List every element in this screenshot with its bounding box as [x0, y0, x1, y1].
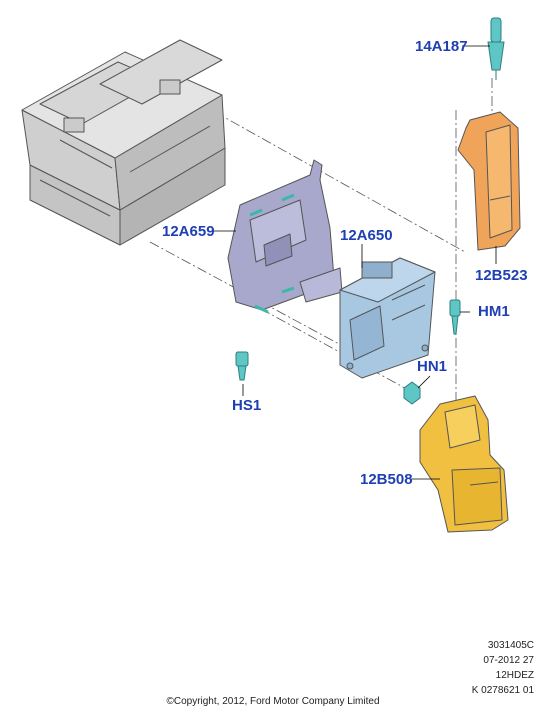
fastener-HS1	[235, 351, 249, 381]
callout-12B523: 12B523	[475, 267, 528, 284]
diagram-reference-code: 3031405C	[487, 640, 534, 651]
callout-HM1: HM1	[478, 303, 510, 320]
callout-12A659: 12A659	[162, 223, 215, 240]
mounting-bracket	[227, 159, 343, 314]
upper-cover	[457, 111, 521, 251]
lower-cover	[419, 395, 509, 533]
diagram-date: 07-2012 27	[483, 655, 534, 666]
callout-12A650: 12A650	[340, 227, 393, 244]
copyright-notice: ©Copyright, 2012, Ford Motor Company Lim…	[166, 696, 380, 707]
diagram-document-number: K 0278621 01	[471, 685, 534, 696]
leader-lines	[212, 45, 497, 480]
fastener-14A187	[487, 17, 505, 80]
callout-HN1: HN1	[417, 358, 448, 375]
control-module	[339, 257, 436, 379]
callout-12B508: 12B508	[360, 471, 413, 488]
fastener-HN1	[403, 381, 421, 405]
fastener-HM1	[449, 299, 461, 335]
callout-HS1: HS1	[232, 397, 262, 414]
battery	[21, 39, 226, 246]
diagram-vehicle-code: 12HDEZ	[495, 670, 534, 681]
callout-14A187: 14A187	[415, 38, 468, 55]
